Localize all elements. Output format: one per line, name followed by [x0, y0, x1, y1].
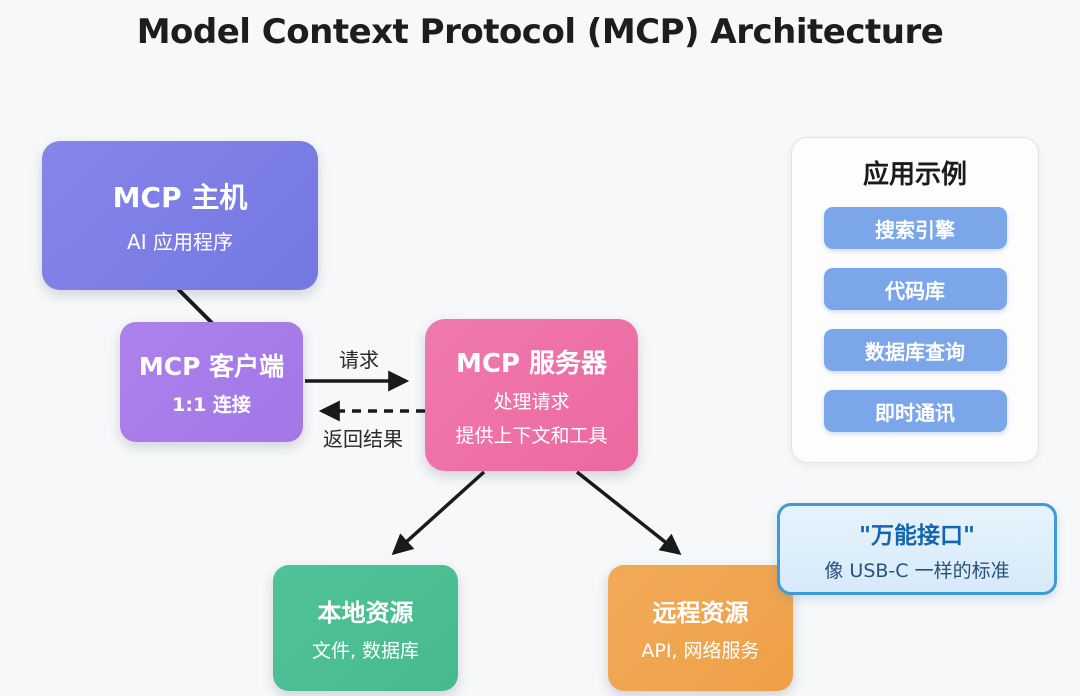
node-remote-resources-title: 远程资源 — [652, 599, 749, 627]
edge-label-response: 返回结果 — [323, 427, 403, 451]
node-mcp-client-title: MCP 客户端 — [138, 352, 285, 381]
node-local-resources-title: 本地资源 — [317, 599, 414, 627]
examples-panel-title: 应用示例 — [862, 160, 967, 190]
node-remote-resources: 远程资源 API, 网络服务 — [608, 565, 793, 691]
example-item-search-engine: 搜索引擎 — [823, 207, 1007, 249]
node-mcp-server-title: MCP 服务器 — [455, 348, 608, 379]
node-mcp-host-subtitle: AI 应用程序 — [127, 230, 233, 254]
node-mcp-server-line1: 处理请求 — [493, 390, 570, 413]
node-mcp-host-title: MCP 主机 — [112, 181, 248, 214]
node-local-resources-subtitle: 文件, 数据库 — [311, 640, 420, 662]
example-item-instant-messaging: 即时通讯 — [823, 390, 1007, 432]
edge-server-remote — [575, 470, 682, 555]
node-mcp-server: MCP 服务器 处理请求 提供上下文和工具 — [425, 319, 638, 471]
node-mcp-client: MCP 客户端 1:1 连接 — [120, 322, 303, 442]
node-remote-resources-subtitle: API, 网络服务 — [641, 640, 760, 662]
edge-label-request: 请求 — [339, 348, 379, 372]
universal-interface-callout-title: "万能接口" — [859, 522, 975, 549]
edge-host-client — [177, 288, 214, 325]
universal-interface-callout: "万能接口" 像 USB-C 一样的标准 — [777, 503, 1057, 595]
node-mcp-server-line2: 提供上下文和工具 — [455, 424, 608, 447]
edge-server-local — [391, 470, 486, 556]
universal-interface-callout-subtitle: 像 USB-C 一样的标准 — [824, 559, 1010, 582]
node-mcp-host: MCP 主机 AI 应用程序 — [42, 141, 318, 290]
node-mcp-client-subtitle: 1:1 连接 — [172, 394, 251, 416]
node-local-resources: 本地资源 文件, 数据库 — [273, 565, 458, 691]
page-title: Model Context Protocol (MCP) Architectur… — [136, 12, 944, 52]
example-item-database-query: 数据库查询 — [823, 329, 1007, 371]
examples-panel: 应用示例 搜索引擎 代码库 数据库查询 即时通讯 — [791, 137, 1039, 463]
example-item-code-repository: 代码库 — [823, 268, 1007, 310]
